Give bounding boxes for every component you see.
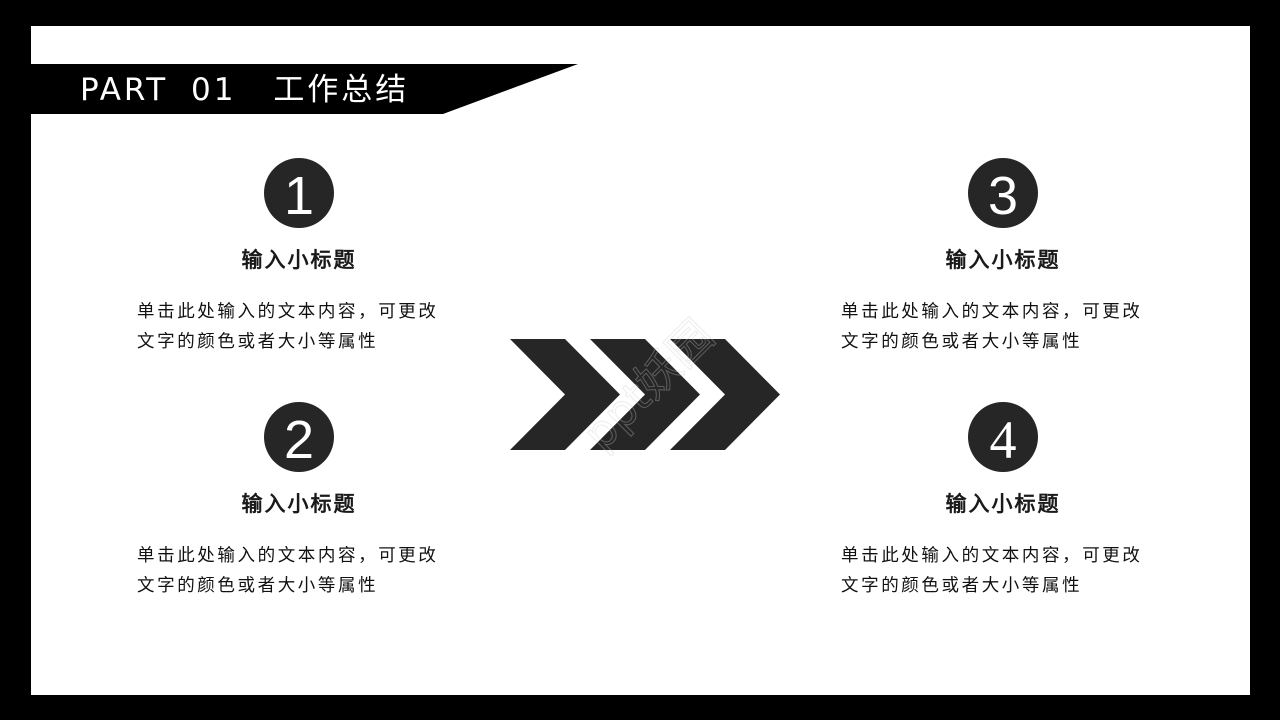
number-badge-2: 2 — [264, 402, 334, 472]
item-subtitle-2[interactable]: 输入小标题 — [241, 492, 357, 516]
chevron-1 — [510, 339, 620, 450]
item-subtitle-1[interactable]: 输入小标题 — [241, 248, 357, 272]
number-badge-3: 3 — [968, 158, 1038, 228]
chevron-3 — [670, 339, 780, 450]
part-number: 01 — [191, 72, 237, 108]
item-description-1[interactable]: 单击此处输入的文本内容，可更改 文字的颜色或者大小等属性 — [137, 302, 439, 352]
section-title: 工作总结 — [273, 72, 410, 108]
item-description-2[interactable]: 单击此处输入的文本内容，可更改 文字的颜色或者大小等属性 — [137, 546, 439, 596]
part-label: PART — [80, 72, 169, 108]
item-subtitle-3[interactable]: 输入小标题 — [945, 248, 1061, 272]
item-description-4[interactable]: 单击此处输入的文本内容，可更改 文字的颜色或者大小等属性 — [841, 546, 1143, 596]
item-description-3[interactable]: 单击此处输入的文本内容，可更改 文字的颜色或者大小等属性 — [841, 302, 1143, 352]
number-badge-1: 1 — [264, 158, 334, 228]
item-subtitle-4[interactable]: 输入小标题 — [945, 492, 1061, 516]
chevron-2 — [590, 339, 700, 450]
section-heading: PART 01 工作总结 — [80, 70, 409, 110]
number-badge-4: 4 — [968, 402, 1038, 472]
